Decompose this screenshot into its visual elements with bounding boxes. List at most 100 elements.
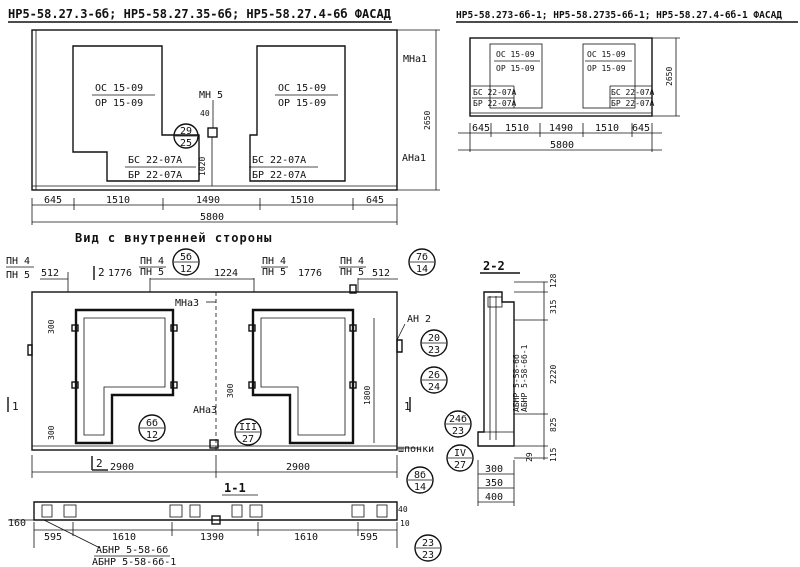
fa-dim-0: 645 <box>44 195 62 206</box>
callout-circle <box>406 466 434 494</box>
inner-dim-512-right: 512 <box>372 268 390 279</box>
fb-right-door-bottom: БР 22-07А <box>611 99 655 108</box>
callout-circle <box>414 534 442 562</box>
callout-top: 20 <box>428 333 440 344</box>
section11-dim-40: 40 <box>398 505 408 514</box>
inner-pn5-far: ПН 5 <box>340 267 364 278</box>
section11-dim-3: 1610 <box>294 532 318 543</box>
inner-pn4-mid: ПН 4 <box>140 256 164 267</box>
facade-a-panel <box>31 29 398 191</box>
inner-pn5-right: ПН 5 <box>262 267 286 278</box>
fa-right-door-top: БС 22-07А <box>252 155 306 166</box>
callout-top: 24б <box>449 413 467 425</box>
fb-dim-3: 1510 <box>595 123 619 134</box>
callout-circle <box>446 444 474 472</box>
callout-top: IV <box>454 448 466 459</box>
fa-dim-2: 1490 <box>196 195 220 206</box>
inner-pn4-left: ПН 4 <box>6 256 30 267</box>
fa-dim-1: 1510 <box>106 195 130 206</box>
callout-bottom: 23 <box>422 550 434 561</box>
fb-dim-2650: 2650 <box>665 67 674 86</box>
inner-dim-512-left: 512 <box>41 268 59 279</box>
section22-bdim-1: 350 <box>485 478 503 489</box>
inner-ana3: АНа3 <box>193 405 217 416</box>
inner-pn4-right: ПН 4 <box>262 256 286 267</box>
callout-bottom: 27 <box>242 434 254 445</box>
callout-bottom: 23 <box>428 345 440 356</box>
facade-b-dimensions: 645 1510 1490 1510 645 5800 <box>458 123 662 152</box>
inner-pn5-mid: ПН 5 <box>140 267 164 278</box>
section11-dim-4: 595 <box>360 532 378 543</box>
section22-bdim-2: 400 <box>485 492 503 503</box>
fa-dim-2650: 2650 <box>423 111 432 130</box>
callout-circle <box>408 248 436 276</box>
section11-label-1: АБНР 5-58-6б <box>96 544 168 556</box>
fa-dim-3: 1510 <box>290 195 314 206</box>
callout-circle <box>420 329 448 357</box>
fb-dim-4: 645 <box>632 123 650 134</box>
inner-dim-1800: 1800 <box>363 386 372 405</box>
inner-dim-300-a: 300 <box>47 319 56 334</box>
fa-callout-bottom: 25 <box>180 138 192 149</box>
callout-bottom: 12 <box>180 264 192 275</box>
fa-dim-40: 40 <box>200 109 210 118</box>
facade-a-labels: ОС 15-09 ОР 15-09 ОС 15-09 ОР 15-09 БС 2… <box>92 29 440 191</box>
section-2-2: 2-2 АБНР 5-58-6б АБНР 5-58-6б-1 128 315 … <box>477 259 558 506</box>
inner-dim-1224: 1224 <box>214 268 238 279</box>
fa-mn5: МН 5 <box>199 90 223 101</box>
section-1-1: 1-1 160 595 1610 1390 1610 595 40 10 АБН… <box>8 481 410 567</box>
inner-shponki: шпонки <box>398 444 434 455</box>
fa-dim-total: 5800 <box>200 212 224 223</box>
inner-dim-2900-left: 2900 <box>110 462 134 473</box>
section22-dim-1: 315 <box>549 299 558 314</box>
section22-dim-0: 128 <box>549 273 558 288</box>
inner-top-annotations: ПН 4 ПН 5 512 2 1776 ПН 4 ПН 5 1224 ПН 4… <box>6 256 398 292</box>
callout-circle <box>138 414 166 442</box>
inner-side-labels: 300 300 300 1 1 1800 МНа3 АНа3 АН 2 шпон… <box>7 298 434 455</box>
section11-dim-0: 595 <box>44 532 62 543</box>
fa-callout-top: 29 <box>180 126 192 137</box>
inner-dim-1776-right: 1776 <box>298 268 322 279</box>
inner-an2: АН 2 <box>407 314 431 325</box>
inner-dim-300-c: 300 <box>226 383 235 398</box>
callout-top: 8б <box>414 469 426 481</box>
section22-label-1: АБНР 5-58-6б <box>511 354 521 412</box>
callouts: 5б127б146б12III272023262424б23IV278б1423… <box>138 248 474 562</box>
fa-left-window-top: ОС 15-09 <box>95 83 143 94</box>
fb-right-window-top: ОС 15-09 <box>587 50 626 59</box>
section22-dim-4: 115 <box>549 447 558 462</box>
callout-bottom: 12 <box>146 430 158 441</box>
section11-title: 1-1 <box>224 481 246 495</box>
inner-pn4-far: ПН 4 <box>340 256 364 267</box>
fb-left-door-top: БС 22-07А <box>473 88 517 97</box>
fa-dim-1020: 1020 <box>198 157 207 176</box>
facade-a-dimensions: 645 1510 1490 1510 645 5800 <box>31 195 398 225</box>
fa-mark-ana1: АНа1 <box>402 153 426 164</box>
facade-a-title: НР5-58.27.3-6б; НР5-58.27.35-6б; НР5-58.… <box>8 7 391 21</box>
callout-circle <box>234 418 262 446</box>
fa-left-window-bottom: ОР 15-09 <box>95 98 143 109</box>
fb-dim-total: 5800 <box>550 140 574 151</box>
callout-bottom: 14 <box>414 482 426 493</box>
fb-right-door-top: БС 22-07А <box>611 88 655 97</box>
callout-circle <box>444 410 472 438</box>
section11-dim-160: 160 <box>8 518 26 529</box>
section22-label-2: АБНР 5-58-6б-1 <box>519 344 529 412</box>
section11-label-2: АБНР 5-58-6б-1 <box>92 556 176 567</box>
callout-top: 26 <box>428 370 440 381</box>
facade-b-panel: ОС 15-09 ОР 15-09 ОС 15-09 ОР 15-09 БС 2… <box>469 37 680 117</box>
inner-dim-1776-left: 1776 <box>108 268 132 279</box>
section11-dim-1: 1610 <box>112 532 136 543</box>
fb-dim-2: 1490 <box>549 123 573 134</box>
callout-top: 7б <box>416 251 428 263</box>
fa-right-door-bottom: БР 22-07А <box>252 170 306 181</box>
section22-dim-3: 825 <box>549 417 558 432</box>
inner-mna3: МНа3 <box>175 298 199 309</box>
